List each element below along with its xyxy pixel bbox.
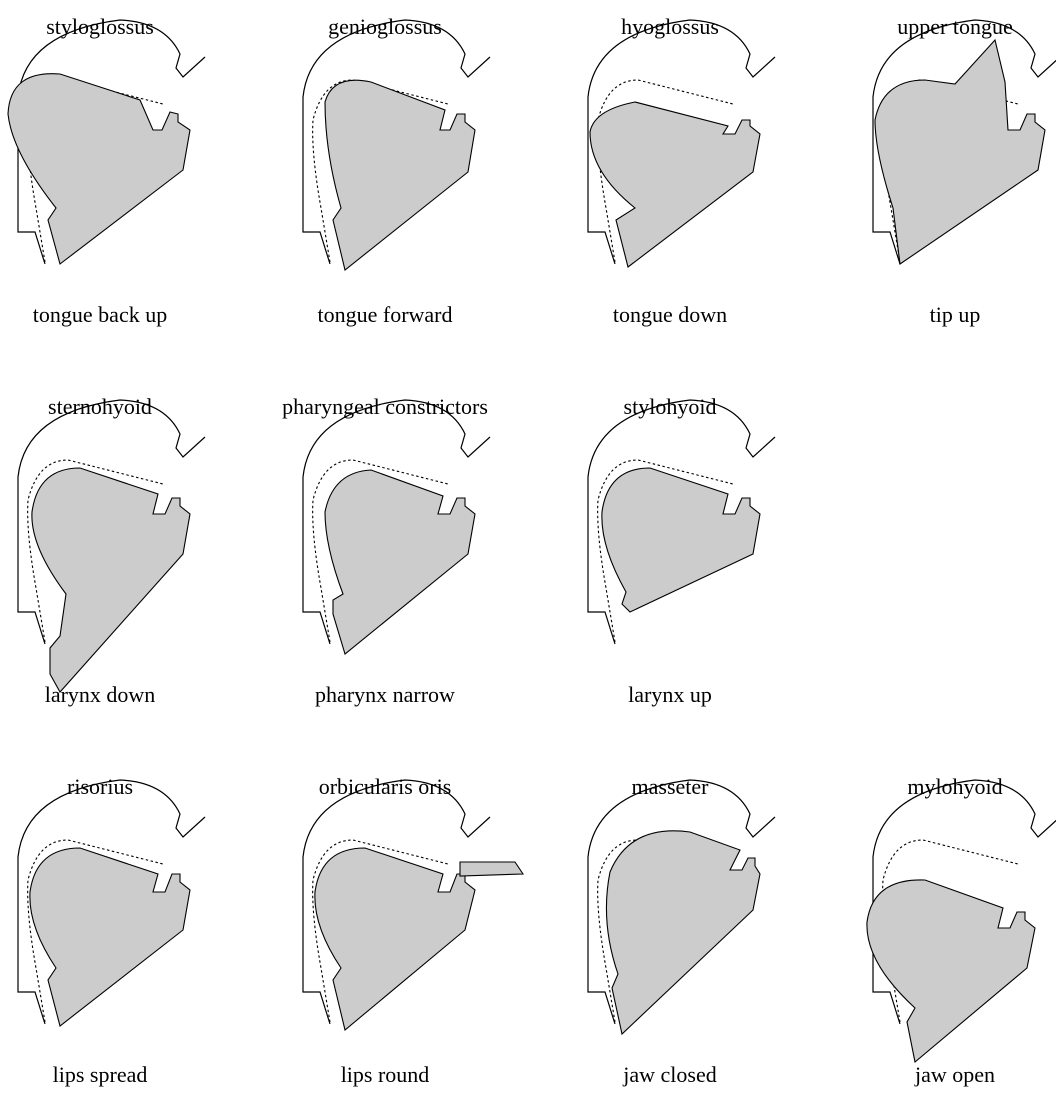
muscle-label: upper tongue [897,14,1012,40]
action-label: lips round [341,1062,430,1088]
vocal-tract-drawing [570,42,810,282]
muscle-panel: genioglossus tongue forward [285,0,545,340]
muscle-label: genioglossus [328,14,442,40]
tongue-shape [606,831,760,1034]
action-label: jaw open [915,1062,995,1088]
muscle-label: pharyngeal constrictors [282,394,488,420]
vocal-tract-drawing [0,422,240,662]
tongue-shape [325,470,475,654]
tongue-shape [32,468,190,692]
muscle-panel: stylohyoid larynx up [570,380,830,720]
muscle-label: hyoglossus [621,14,719,40]
muscle-panel: orbicularis oris lips round [285,760,545,1100]
tongue-shape [315,848,475,1030]
vocal-tract-drawing [285,422,525,662]
tongue-shape [325,80,475,270]
muscle-label: risorius [67,774,133,800]
vocal-tract-drawing [285,802,525,1042]
muscle-panel: sternohyoid larynx down [0,380,260,720]
muscle-label: orbicularis oris [319,774,452,800]
vocal-tract-drawing [0,42,240,282]
muscle-label: masseter [632,774,709,800]
vocal-tract-drawing [570,802,810,1042]
vocal-tract-drawing [285,42,525,282]
vocal-tract-drawing [855,802,1056,1042]
muscle-panel: hyoglossus tongue down [570,0,830,340]
muscle-panel: risorius lips spread [0,760,260,1100]
action-label: jaw closed [623,1062,716,1088]
action-label: tongue down [613,302,727,328]
muscle-label: stylohyoid [624,394,717,420]
vocal-tract-drawing [570,422,810,662]
tongue-shape [8,74,190,264]
action-label: tongue back up [33,302,167,328]
action-label: lips spread [53,1062,148,1088]
lips-shape [460,862,523,876]
muscle-panel: upper tongue tip up [855,0,1056,340]
action-label: larynx up [628,682,712,708]
tongue-shape [875,40,1045,264]
muscle-panel: mylohyoid jaw open [855,760,1056,1100]
action-label: tip up [930,302,981,328]
tongue-shape [590,102,760,267]
tongue-shape [602,468,760,612]
vocal-tract-drawing [0,802,240,1042]
muscle-panel: pharyngeal constrictors pharynx narrow [285,380,545,720]
action-label: larynx down [45,682,156,708]
action-label: pharynx narrow [315,682,455,708]
muscle-panel: masseter jaw closed [570,760,830,1100]
muscle-label: sternohyoid [48,394,152,420]
tongue-shape [30,848,190,1026]
muscle-label: mylohyoid [907,774,1002,800]
tongue-shape [867,880,1035,1062]
action-label: tongue forward [317,302,452,328]
vocal-tract-drawing [855,42,1056,282]
